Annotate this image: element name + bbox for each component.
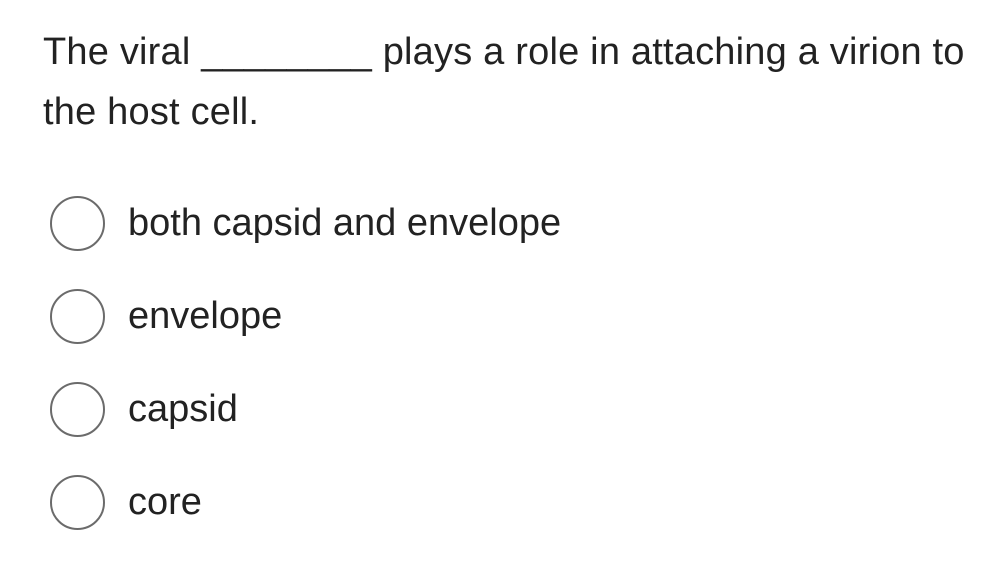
answer-option-label: envelope xyxy=(128,295,283,337)
radio-button-1[interactable] xyxy=(50,196,105,251)
answer-option-label: both capsid and envelope xyxy=(128,202,562,244)
answer-options: both capsid and envelope envelope capsid… xyxy=(50,180,950,552)
radio-button-2[interactable] xyxy=(50,289,105,344)
answer-option-label: capsid xyxy=(128,388,238,430)
answer-option-1[interactable]: both capsid and envelope xyxy=(50,180,950,273)
answer-option-2[interactable]: envelope xyxy=(50,273,950,366)
radio-button-4[interactable] xyxy=(50,475,105,530)
answer-option-label: core xyxy=(128,481,202,523)
radio-button-3[interactable] xyxy=(50,382,105,437)
answer-option-4[interactable]: core xyxy=(50,459,950,552)
question-text: The viral ________ plays a role in attac… xyxy=(43,31,965,133)
answer-option-3[interactable]: capsid xyxy=(50,366,950,459)
